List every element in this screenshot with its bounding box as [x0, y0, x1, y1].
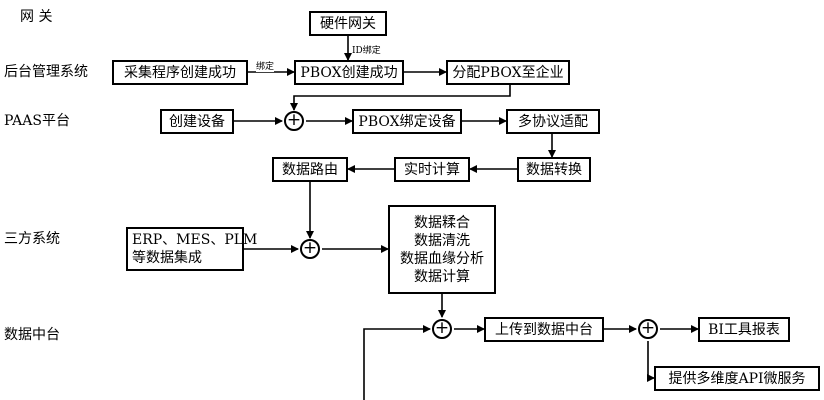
node-pbox-bind-device-label: PBOX绑定设备	[358, 113, 456, 130]
lane-label-gateway: 网 关	[20, 9, 53, 25]
node-multi-protocol: 多协议适配	[506, 109, 600, 134]
node-data-convert-label: 数据转换	[526, 161, 582, 178]
node-data-convert: 数据转换	[517, 157, 591, 182]
node-erp-integration-line-1: ERP、MES、PLM	[132, 232, 258, 248]
node-realtime-compute: 实时计算	[394, 157, 470, 182]
junction-plus-icon: +	[284, 111, 304, 131]
node-hardware-gateway-label: 硬件网关	[320, 15, 376, 32]
node-pbox-created: PBOX创建成功	[294, 60, 404, 85]
node-bi-report: BI工具报表	[698, 317, 790, 342]
node-data-processing-line-2: 数据清洗	[414, 232, 470, 249]
junction-plus-icon: +	[432, 319, 452, 339]
node-realtime-compute-label: 实时计算	[404, 161, 460, 178]
edge-junction4-to-api	[647, 341, 655, 382]
node-data-routing: 数据路由	[272, 157, 348, 182]
node-create-device-label: 创建设备	[169, 113, 225, 130]
junction-plus-icon: +	[638, 319, 658, 339]
edge-label-bind: 绑定	[256, 59, 275, 72]
node-upload-center: 上传到数据中台	[484, 317, 604, 342]
lane-label-data-center: 数据中台	[4, 327, 60, 343]
node-api-service: 提供多维度API微服务	[654, 366, 820, 391]
lane-label-paas: PAAS平台	[4, 113, 70, 129]
edge-assign-to-junction1	[290, 84, 511, 111]
junction-plus-icon: +	[300, 239, 320, 259]
node-erp-integration-line-2: 等数据集成	[132, 250, 202, 266]
node-data-processing-line-4: 数据计算	[414, 268, 470, 285]
node-assign-pbox: 分配PBOX至企业	[446, 60, 570, 85]
node-pbox-bind-device: PBOX绑定设备	[352, 109, 462, 134]
node-data-processing-line-3: 数据血缘分析	[400, 250, 484, 267]
node-create-device: 创建设备	[160, 109, 234, 134]
node-collector-created: 采集程序创建成功	[112, 60, 248, 85]
lane-label-third-party: 三方系统	[4, 231, 60, 247]
node-data-routing-label: 数据路由	[282, 161, 338, 178]
node-pbox-created-label: PBOX创建成功	[300, 64, 398, 81]
lane-label-backend: 后台管理系统	[4, 64, 88, 80]
node-assign-pbox-label: 分配PBOX至企业	[452, 64, 564, 81]
node-erp-integration: ERP、MES、PLM 等数据集成	[126, 227, 257, 271]
edge-label-id-bind: ID绑定	[352, 43, 381, 56]
node-data-processing: 数据糅合 数据清洗 数据血缘分析 数据计算	[388, 205, 496, 294]
node-upload-center-label: 上传到数据中台	[495, 321, 593, 338]
node-hardware-gateway: 硬件网关	[309, 11, 387, 36]
node-collector-created-label: 采集程序创建成功	[124, 64, 236, 81]
node-multi-protocol-label: 多协议适配	[518, 113, 588, 130]
node-bi-report-label: BI工具报表	[708, 321, 780, 338]
node-data-processing-line-1: 数据糅合	[414, 214, 470, 231]
edge-external-to-junction3	[363, 325, 431, 400]
node-api-service-label: 提供多维度API微服务	[668, 370, 806, 387]
